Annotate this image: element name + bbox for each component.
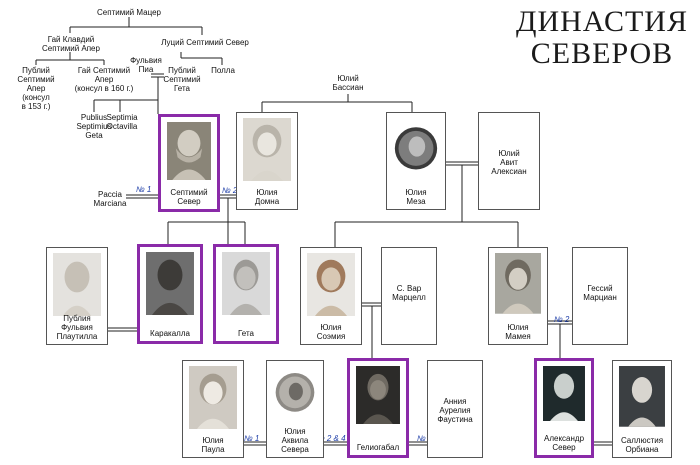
person-card-julia-mamaea: Юлия Мамея <box>488 247 548 345</box>
portrait-bust-icon <box>222 252 270 316</box>
label-julius-bassianus: Юлий Бассиан <box>332 74 364 92</box>
person-name: С. Вар Марцелл <box>392 284 426 302</box>
portrait-bust-icon <box>146 252 194 316</box>
person-card-julia-soaemias: Юлия Соэмия <box>300 247 362 345</box>
person-card-plautilla: Публия Фульвия Плаутилла <box>46 247 108 345</box>
person-name: Гессий Марциан <box>583 284 617 302</box>
person-card-varius-marcellus: С. Вар Марцелл <box>381 247 437 345</box>
person-name: Саллюстия Орбиана <box>620 436 664 454</box>
person-card-julia-paula: Юлия Паула <box>182 360 244 458</box>
label-polla: Полла <box>211 66 235 75</box>
marriage-number-elagabalus-2-4: № 2 & 4 <box>316 434 346 443</box>
portrait-bust-icon <box>307 253 355 317</box>
person-card-julia-domna: Юлия Домна <box>236 112 298 210</box>
person-card-julia-maesa: Юлия Меза <box>386 112 446 210</box>
person-name: Анния Аурелия Фаустина <box>437 397 473 424</box>
portrait-bust-icon <box>356 366 400 425</box>
person-name: Публия Фульвия Плаутилла <box>56 314 98 341</box>
person-card-gessius-marcianus: Гессий Марциан <box>572 247 628 345</box>
person-name: Каракалла <box>150 329 190 338</box>
label-gaius-aper: Гай Септимий Апер (консул в 160 г.) <box>74 66 134 93</box>
person-name: Септимий Север <box>170 188 208 206</box>
portrait-bust-icon <box>495 253 541 314</box>
person-name: Юлия Меза <box>405 188 427 206</box>
person-card-severus-alexander: Александр Север <box>534 358 594 458</box>
person-name: Гелиогабал <box>356 443 400 452</box>
label-publius-geta: Публий Септимий Гета <box>163 66 201 93</box>
person-name: Юлия Домна <box>254 188 280 206</box>
label-gaius-claudius-aper: Гай Клавдий Септимий Апер <box>42 35 100 53</box>
label-publius-septimius-geta-latin: Publius Septimius Geta <box>76 113 112 140</box>
marriage-number-elagabalus-3: № 3 <box>417 434 433 443</box>
portrait-bust-icon <box>243 118 291 182</box>
coin-icon <box>273 366 317 425</box>
label-lucius-septimius-severus: Луций Септимий Север <box>161 38 249 47</box>
person-name: Юлия Мамея <box>505 323 531 341</box>
label-publius-aper: Публий Септимий Апер (консул в 153 г.) <box>17 66 55 111</box>
person-name: Юлия Аквила Севера <box>281 427 309 454</box>
person-card-sallustia-orbiana: Саллюстия Орбиана <box>612 360 672 458</box>
coin-icon <box>393 118 439 179</box>
label-septimius-macer: Септимий Мацер <box>97 8 161 17</box>
person-name: Юлия Соэмия <box>316 323 346 341</box>
label-fulvia-pia: Фульвия Пиа <box>130 56 162 74</box>
person-card-elagabalus: Гелиогабал <box>347 358 409 458</box>
label-septimia-octavilla: Septimia Octavilla <box>106 113 138 131</box>
marriage-number-severus-2: № 2 <box>222 186 238 195</box>
person-card-julia-aquilia-severa: Юлия Аквила Севера <box>266 360 324 458</box>
portrait-bust-icon <box>53 253 101 317</box>
marriage-number-elagabalus-1: № 1 <box>244 434 260 443</box>
person-card-caracalla: Каракалла <box>137 244 203 344</box>
person-card-geta: Гета <box>213 244 279 344</box>
marriage-number-severus-1: № 1 <box>136 185 152 194</box>
person-card-annia-faustina: Анния Аурелия Фаустина <box>427 360 483 458</box>
person-name: Юлий Авит Алексиан <box>491 149 527 176</box>
portrait-bust-icon <box>189 366 237 430</box>
page-title: ДИНАСТИЯ СЕВЕРОВ <box>516 5 688 70</box>
person-name: Юлия Паула <box>201 436 225 454</box>
person-name: Гета <box>237 329 254 338</box>
marriage-number-mamaea-2: № 2 <box>554 315 570 324</box>
portrait-bust-icon <box>619 366 665 427</box>
label-paccia-marciana: Paccia Marciana <box>93 190 127 208</box>
portrait-bust-icon <box>167 122 211 181</box>
person-name: Александр Север <box>543 434 585 452</box>
person-card-julius-avitus: Юлий Авит Алексиан <box>478 112 540 210</box>
person-card-septimius-severus: Септимий Север <box>158 114 220 212</box>
portrait-bust-icon <box>543 366 585 422</box>
